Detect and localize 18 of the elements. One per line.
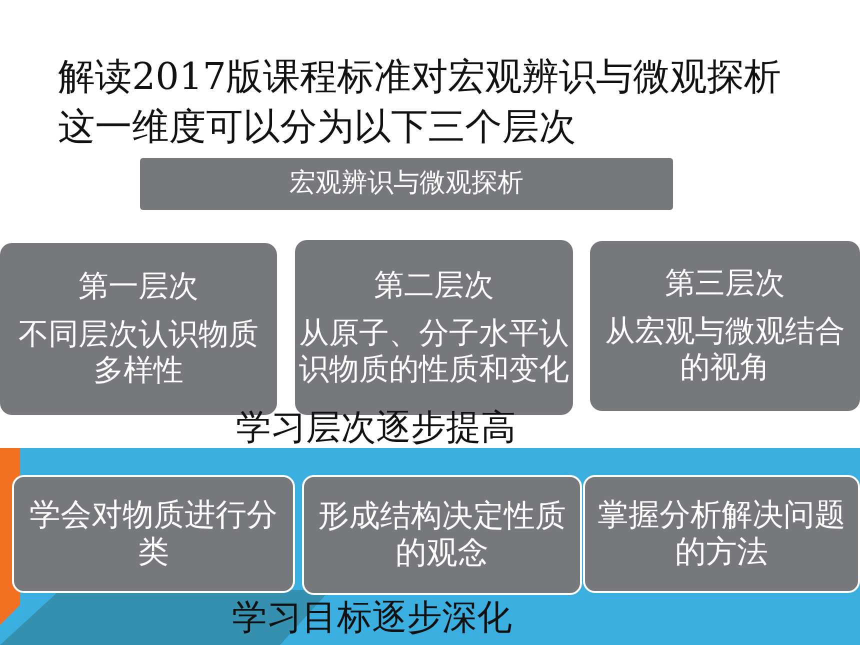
box-text: 从宏观与微观结合的视角 [604,314,846,386]
goal-box [302,475,582,595]
box-text: 形成结构决定性质的观念 [317,498,567,572]
box-text: 从原子、分子水平认识物质的性质和变化 [298,316,570,388]
goal-box [12,475,295,593]
caption-text: 学习层次逐步提高 [236,407,516,450]
box-text: 不同层次认识物质多样性 [18,317,260,389]
level-heading: 第二层次 [373,268,495,304]
level-box [590,241,860,411]
box-text: 掌握分析解决问题的方法 [596,496,846,572]
level-heading: 第一层次 [78,269,200,305]
title: 解读2017版课程标准对宏观辨识与微观探析这一维度可以分为以下三个层次 [58,54,782,150]
box-text: 宏观辨识与微观探析 [288,168,524,200]
caption-text: 学习目标逐步深化 [232,597,512,640]
level-heading: 第三层次 [664,266,786,302]
box-text: 学会对物质进行分类 [28,496,278,572]
goal-box [583,475,860,593]
header-box [140,158,673,210]
